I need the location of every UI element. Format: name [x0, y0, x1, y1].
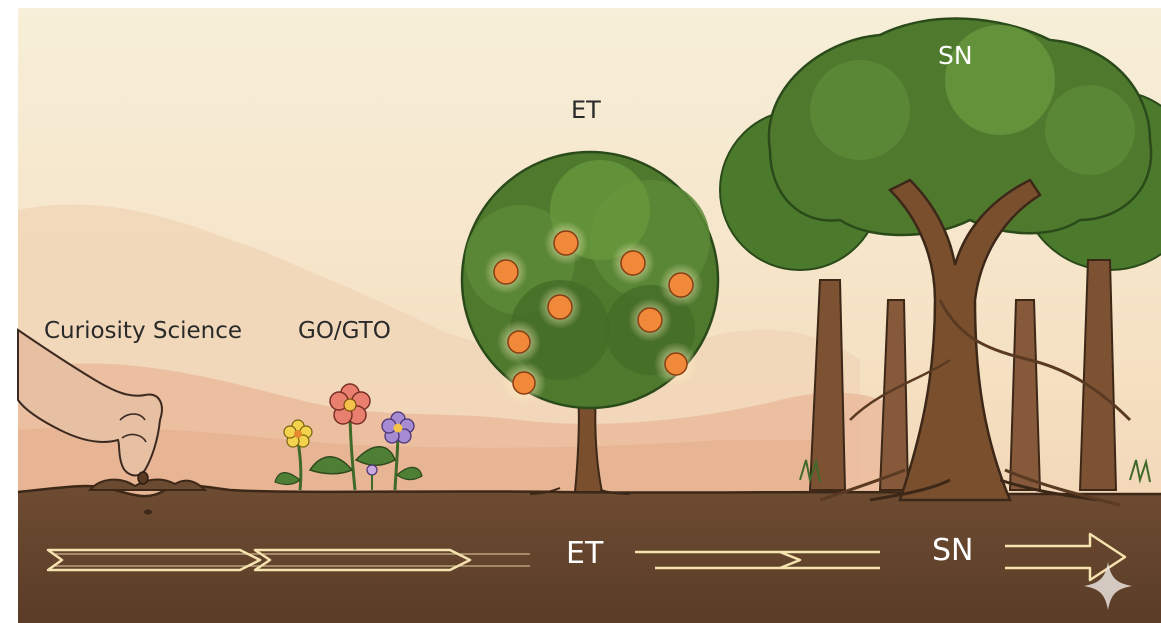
label-et-tree: ET	[571, 96, 601, 124]
timeline-label-et: ET	[566, 536, 604, 571]
label-curiosity-science: Curiosity Science	[44, 318, 242, 344]
timeline-label-sn: SN	[932, 533, 973, 568]
label-go-gto: GO/GTO	[298, 318, 391, 344]
label-sn-forest: SN	[938, 41, 973, 70]
